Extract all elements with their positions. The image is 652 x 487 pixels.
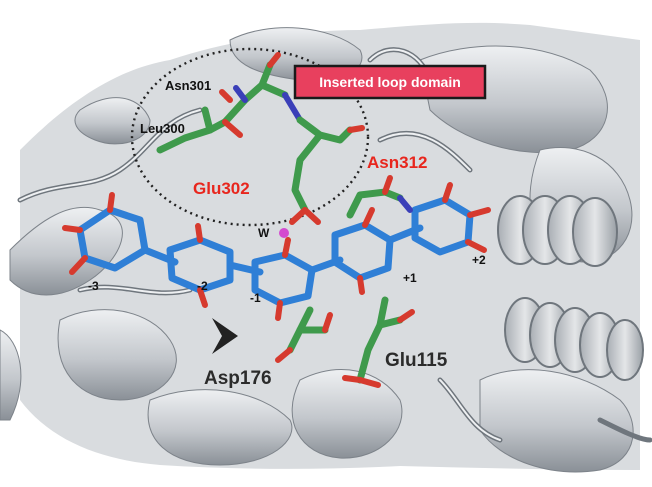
protein-ribbon-background xyxy=(0,22,652,473)
active-site-residues xyxy=(156,52,415,388)
label-leu300: Leu300 xyxy=(140,121,185,136)
inserted-loop-callout: Inserted loop domain xyxy=(293,64,487,100)
label-glu115: Glu115 xyxy=(385,350,448,371)
callout-text: Inserted loop domain xyxy=(319,74,461,90)
label-asn312: Asn312 xyxy=(367,153,427,172)
loop-domain-dotted-circle xyxy=(130,47,370,227)
water-molecule xyxy=(279,228,289,238)
substrate-molecule xyxy=(62,182,491,321)
label-asp176: Asp176 xyxy=(204,368,272,389)
label-subsite-minus1: -1 xyxy=(250,291,261,305)
label-subsite-plus1: +1 xyxy=(403,271,417,285)
label-subsite-plus2: +2 xyxy=(472,253,486,267)
label-subsite-minus2: -2 xyxy=(197,279,208,293)
label-glu302: Glu302 xyxy=(193,179,250,198)
label-subsite-minus3: -3 xyxy=(88,279,99,293)
label-water: W xyxy=(258,226,270,240)
label-asn301: Asn301 xyxy=(165,78,211,93)
